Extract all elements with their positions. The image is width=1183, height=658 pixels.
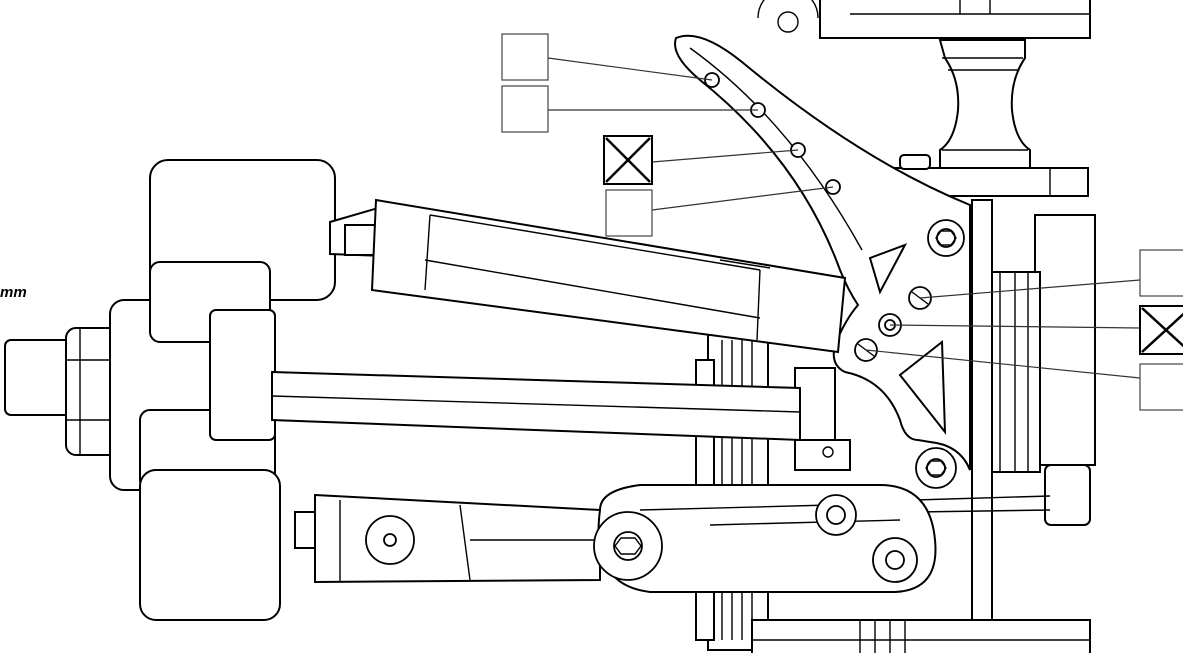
hex-nut xyxy=(4,327,119,456)
steering-link xyxy=(914,495,1051,513)
top-chassis-plate xyxy=(757,0,1091,39)
lower-bearing-block xyxy=(139,469,281,621)
outer-camber-holes xyxy=(704,72,841,195)
outer-position-box-3-selected[interactable] xyxy=(603,135,653,185)
axle xyxy=(271,370,801,442)
bottom-plate xyxy=(751,619,1091,658)
tower-bolts xyxy=(915,219,965,489)
unit-label: mm xyxy=(0,284,27,301)
inner-position-box-2-selected[interactable] xyxy=(1139,305,1183,355)
outer-position-box-4[interactable] xyxy=(605,189,653,237)
upper-camber-link xyxy=(329,198,847,354)
wheel-hub xyxy=(109,159,336,621)
inner-position-box-3[interactable] xyxy=(1139,363,1183,411)
inner-position-box-1[interactable] xyxy=(1139,249,1183,297)
shock-tower xyxy=(674,34,971,471)
tower-cutouts xyxy=(868,243,947,436)
shock-spool xyxy=(938,39,1031,169)
bulkhead xyxy=(971,199,1096,641)
outer-position-box-2[interactable] xyxy=(501,85,549,133)
outer-position-box-1[interactable] xyxy=(501,33,549,81)
outer-camber-indicators xyxy=(501,33,834,237)
inner-camber-indicators xyxy=(865,249,1183,411)
lower-link xyxy=(294,493,601,584)
hub-block xyxy=(794,367,851,471)
steering-bellcrank xyxy=(593,484,937,593)
